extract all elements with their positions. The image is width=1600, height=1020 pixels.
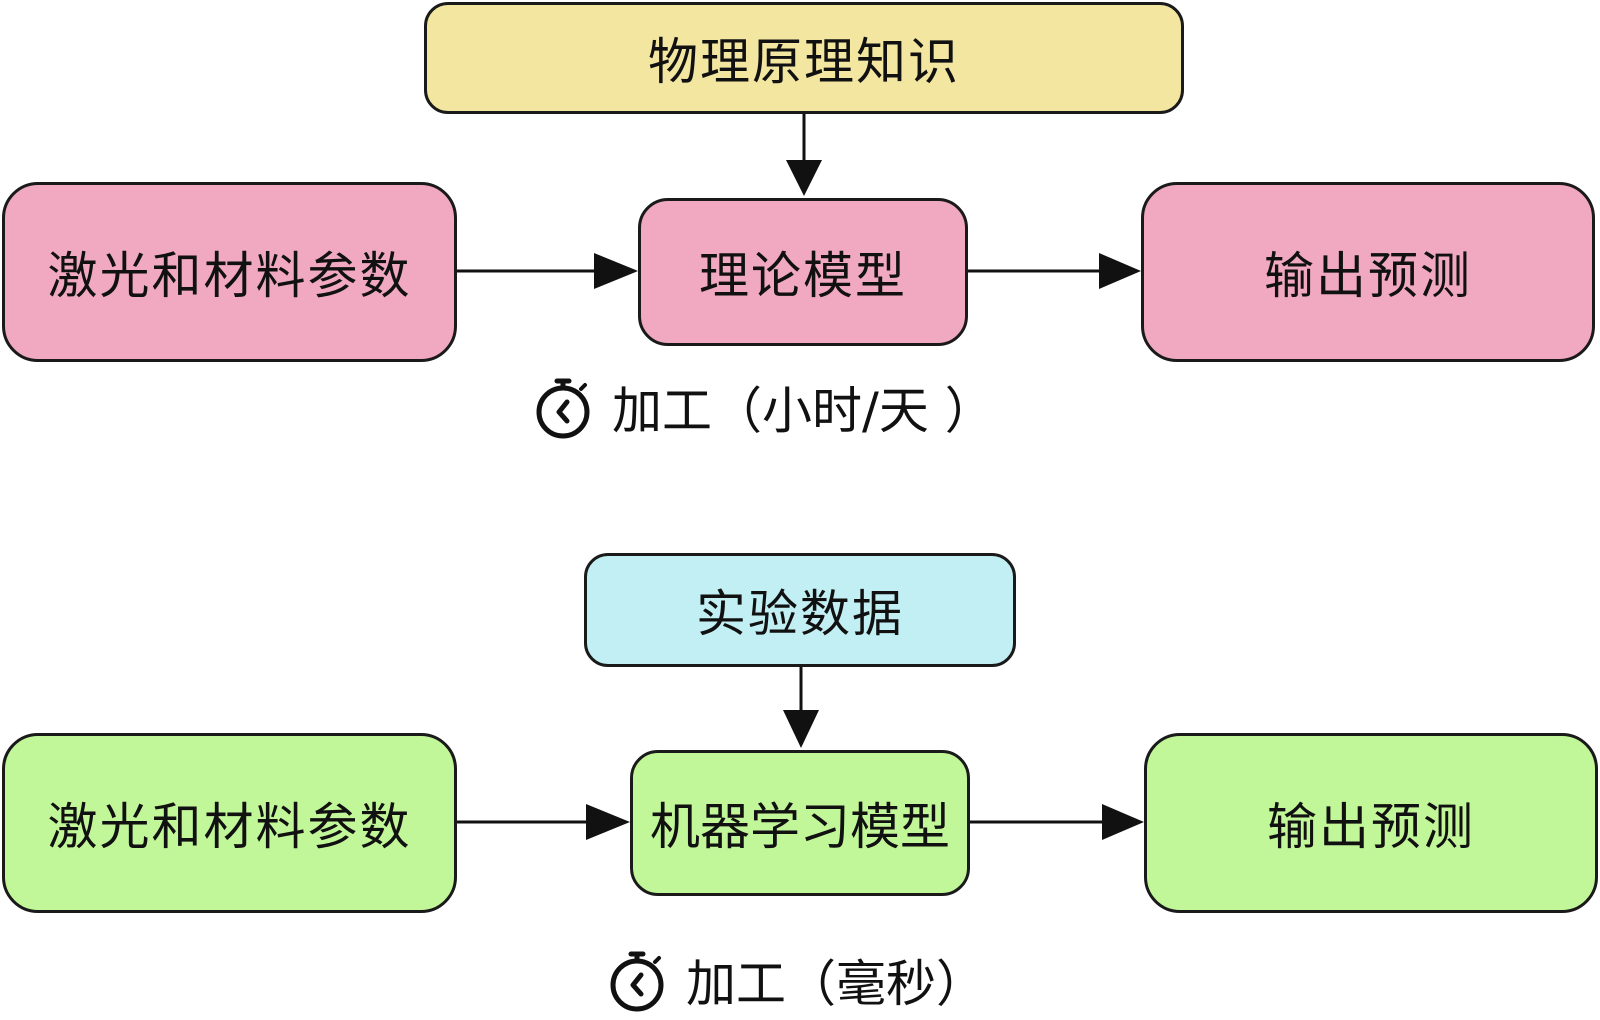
bottom-input-label: 激光和材料参数 xyxy=(47,798,412,856)
bottom-output-label: 输出预测 xyxy=(1267,798,1475,856)
top-input-label: 激光和材料参数 xyxy=(47,247,412,305)
top-knowledge-to-model-arrow xyxy=(786,114,822,196)
bottom-time-text: 加工（毫秒） xyxy=(686,955,986,1013)
bottom-output-box: 输出预测 xyxy=(1144,733,1598,913)
top-input-box: 激光和材料参数 xyxy=(2,182,457,362)
top-knowledge-box: 物理原理知识 xyxy=(424,2,1184,114)
top-time-label: 加工（小时/天 ） xyxy=(532,372,995,442)
stopwatch-icon xyxy=(536,378,590,439)
top-output-label: 输出预测 xyxy=(1264,247,1472,305)
top-model-label: 理论模型 xyxy=(699,247,907,305)
top-model-to-output-arrow xyxy=(968,253,1141,289)
bottom-model-box: 机器学习模型 xyxy=(630,750,970,896)
top-input-to-model-arrow xyxy=(455,253,638,289)
top-time-text: 加工（小时/天 ） xyxy=(612,382,995,440)
top-knowledge-label: 物理原理知识 xyxy=(648,33,960,91)
stopwatch-icon xyxy=(610,951,664,1012)
bottom-input-box: 激光和材料参数 xyxy=(2,733,457,913)
bottom-model-label: 机器学习模型 xyxy=(650,798,950,856)
bottom-data-label: 实验数据 xyxy=(696,585,904,643)
bottom-data-to-model-arrow xyxy=(783,667,819,748)
bottom-time-label: 加工（毫秒） xyxy=(606,944,986,1016)
bottom-input-to-model-arrow xyxy=(455,804,630,840)
top-output-box: 输出预测 xyxy=(1141,182,1595,362)
bottom-data-box: 实验数据 xyxy=(584,553,1016,667)
top-model-box: 理论模型 xyxy=(638,198,968,346)
bottom-model-to-output-arrow xyxy=(970,804,1144,840)
